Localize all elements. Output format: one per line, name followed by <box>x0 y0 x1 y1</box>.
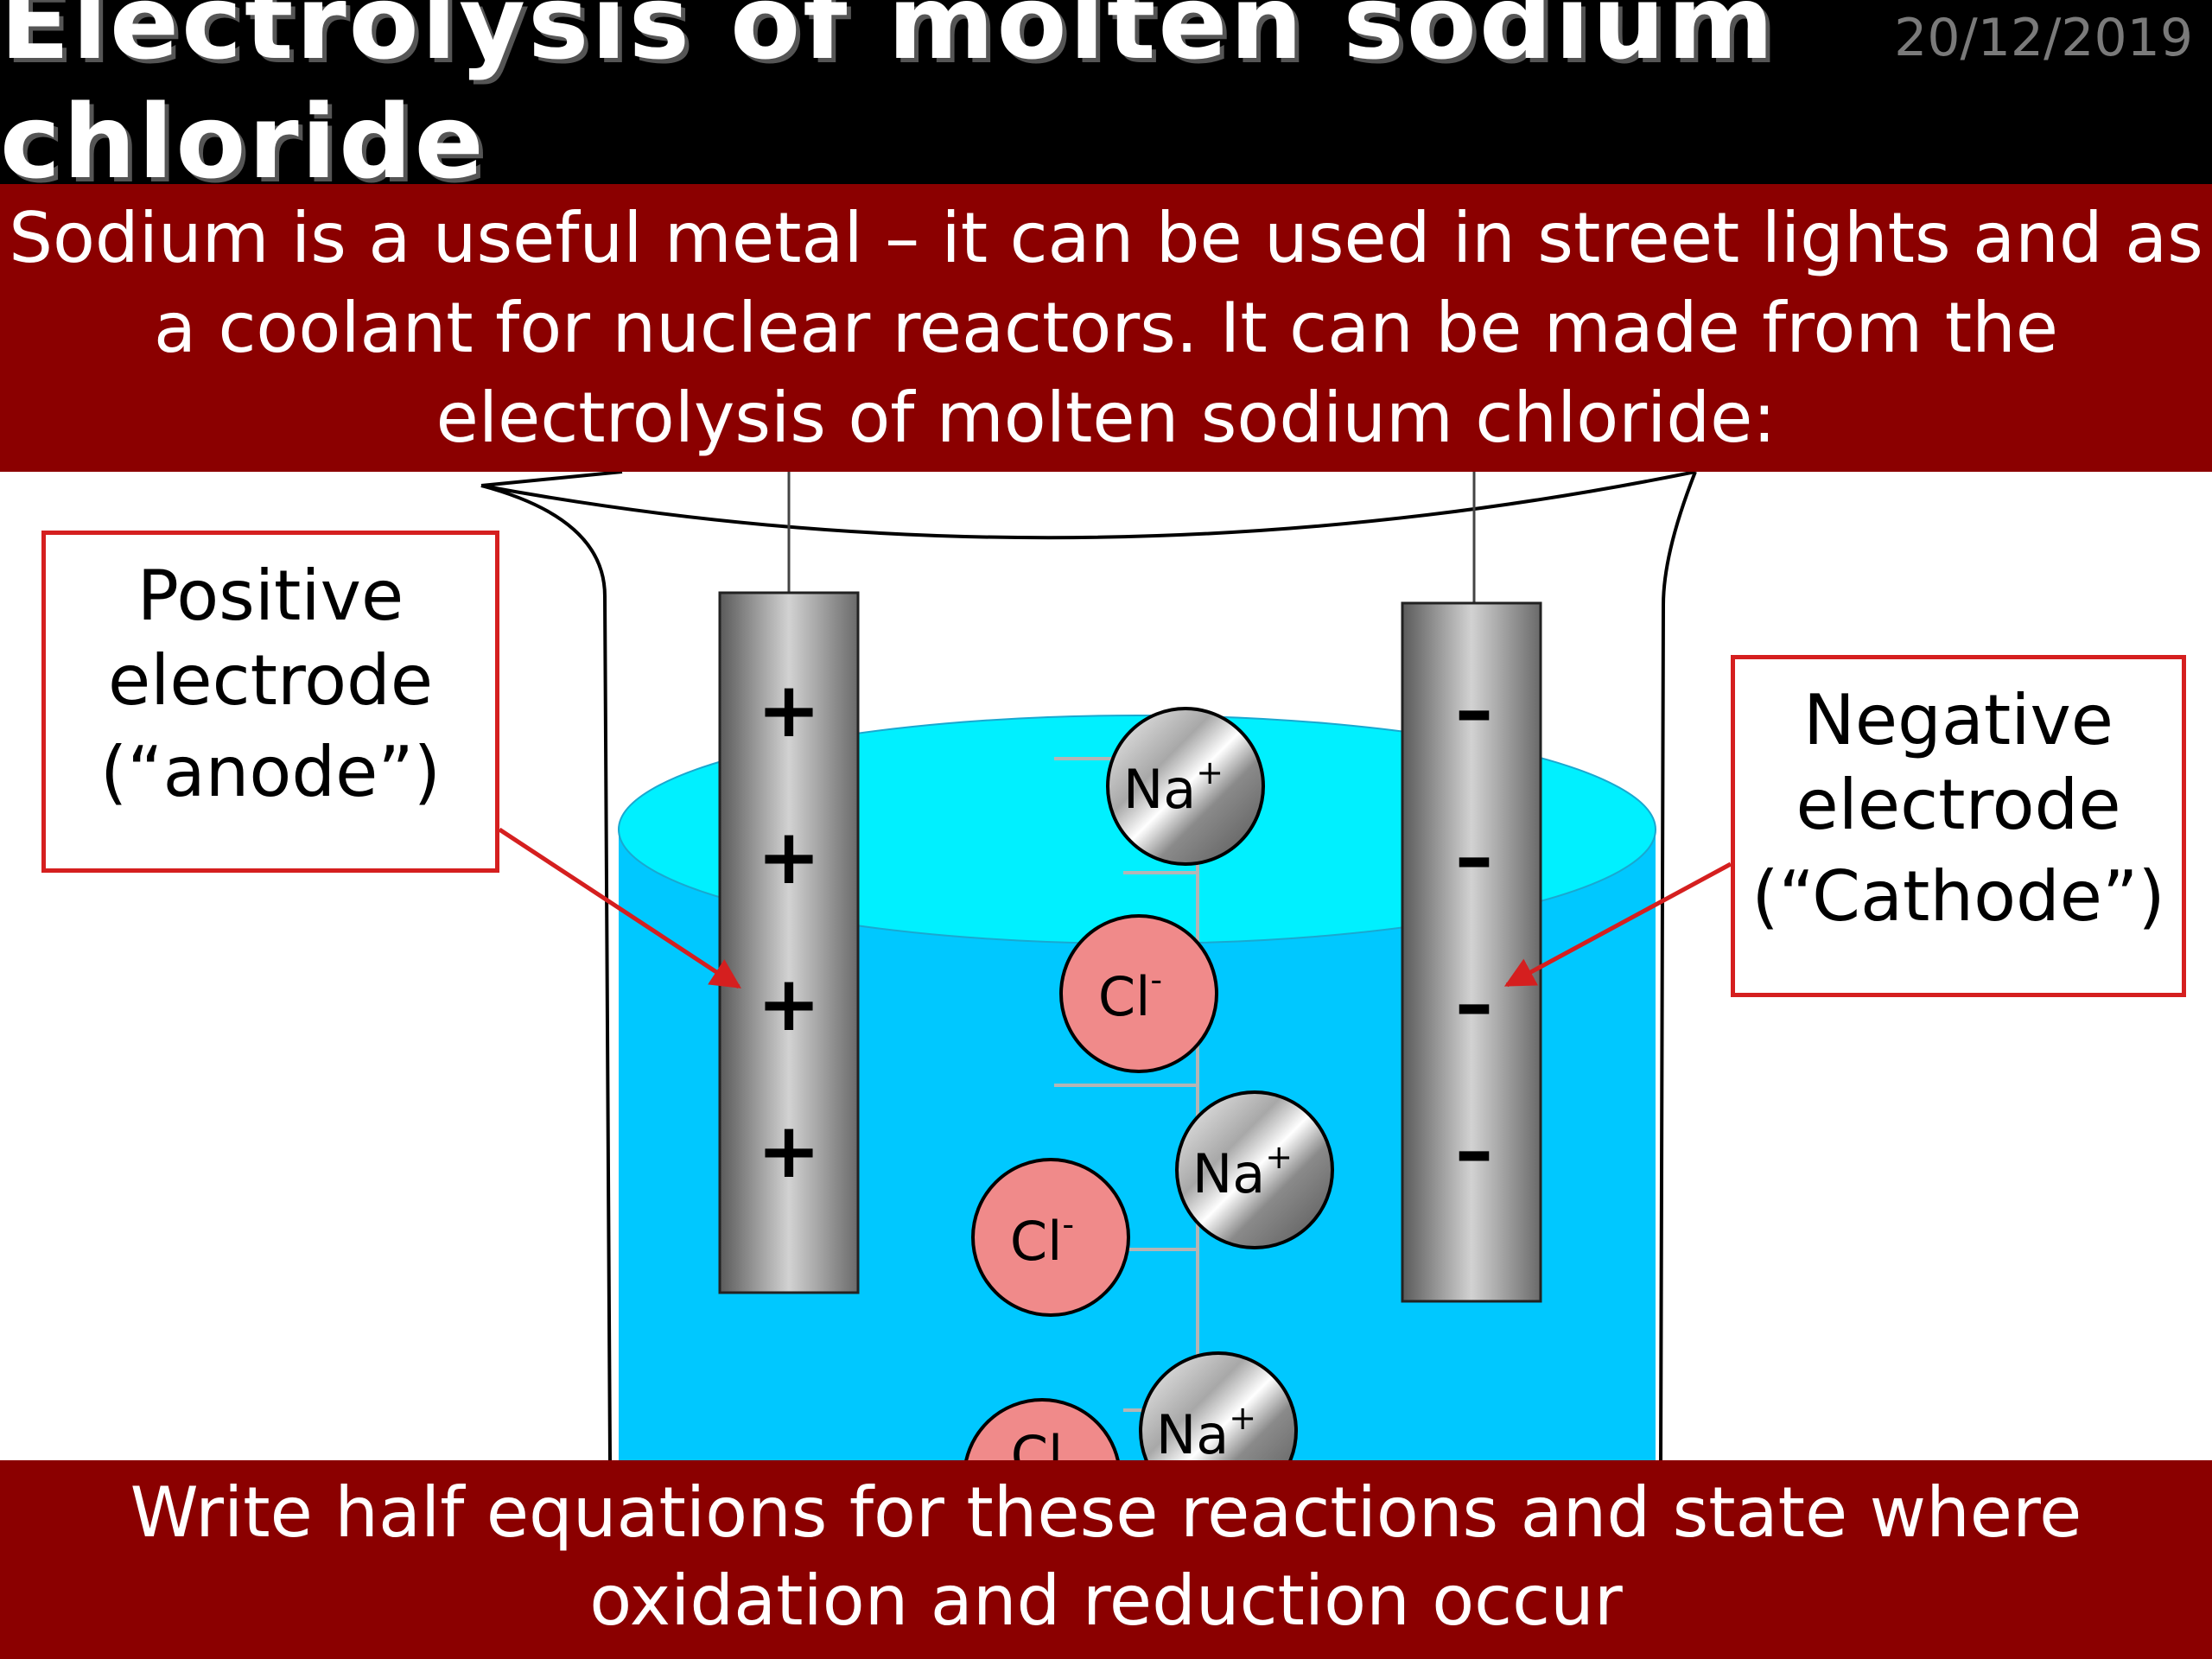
footer-line-2: oxidation and reduction occur <box>589 1560 1623 1641</box>
cathode-sign-3: – <box>1455 959 1493 1048</box>
svg-text:Cl-: Cl- <box>1010 1205 1074 1273</box>
chloride-ion: Cl- <box>1059 914 1218 1073</box>
negative-label-line-2: electrode <box>1796 765 2121 845</box>
negative-label-line-1: Negative <box>1802 680 2114 760</box>
beaker <box>480 472 1697 1460</box>
cathode-sign-1: – <box>1455 665 1493 754</box>
electrolysis-diagram: + + + + – – – – Na+ Cl- Na+ Cl- Na+ Cl <box>480 472 1732 1460</box>
lattice-lines <box>1054 752 1199 1460</box>
anode-sign-1: + <box>757 665 821 754</box>
intro-line-2: a coolant for nuclear reactors. It can b… <box>153 288 2059 368</box>
anode-sign-4: + <box>757 1106 821 1195</box>
title-bar <box>0 0 2212 184</box>
slide-date: 20/12/2019 <box>1894 8 2193 68</box>
negative-electrode-label: Negative electrode (“Cathode”) <box>1731 655 2186 997</box>
svg-text:Na+: Na+ <box>1192 1138 1293 1205</box>
footer-banner <box>0 1460 2212 1659</box>
positive-label-arrow <box>498 827 741 989</box>
intro-line-3: electrolysis of molten sodium chloride: <box>435 378 1777 458</box>
svg-text:Na+: Na+ <box>1123 753 1224 821</box>
positive-label-line-3: (“anode”) <box>100 732 441 812</box>
positive-label-line-1: Positive <box>137 556 404 636</box>
cathode-sign-2: – <box>1455 812 1493 901</box>
anode-sign-2: + <box>757 812 821 901</box>
svg-text:Cl: Cl <box>1011 1424 1064 1460</box>
footer-line-1: Write half equations for these reactions… <box>130 1472 2082 1553</box>
intro-line-1: Sodium is a useful metal – it can be use… <box>9 198 2203 278</box>
negative-label-line-3: (“Cathode”) <box>1751 856 2165 937</box>
sodium-ion: Na+ <box>1175 1090 1334 1249</box>
footer-text: Write half equations for these reactions… <box>0 1469 2212 1645</box>
intro-banner <box>0 184 2212 472</box>
sodium-ion: Na+ <box>1106 707 1265 866</box>
anode: + + + + <box>718 591 860 1294</box>
positive-electrode-label: Positive electrode (“anode”) <box>41 531 499 873</box>
anode-sign-3: + <box>757 959 821 1048</box>
cathode-sign-4: – <box>1455 1106 1493 1195</box>
cathode: – – – – <box>1401 601 1542 1303</box>
positive-label-line-2: electrode <box>107 640 434 721</box>
svg-text:Cl-: Cl- <box>1098 961 1162 1028</box>
negative-label-arrow <box>1503 861 1732 988</box>
slide-title: Electrolysis of molten sodium chloride <box>0 0 1777 201</box>
svg-text:Na+: Na+ <box>1156 1399 1256 1460</box>
sodium-ion: Na+ <box>1139 1351 1298 1460</box>
intro-text: Sodium is a useful metal – it can be use… <box>0 194 2212 463</box>
chloride-ion-partial: Cl <box>964 1398 1120 1460</box>
chloride-ion: Cl- <box>971 1158 1130 1317</box>
